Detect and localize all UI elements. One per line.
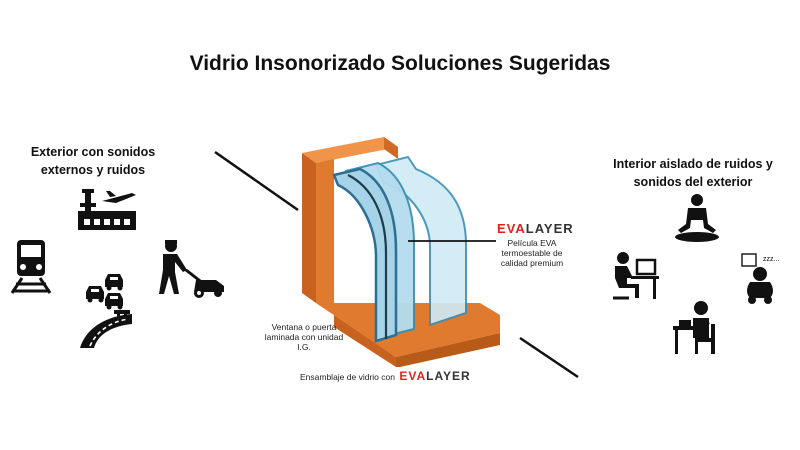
page-title: Vidrio Insonorizado Soluciones Sugeridas [189, 52, 611, 75]
lawnmower-icon [159, 240, 224, 298]
meditation-icon [675, 194, 719, 242]
interior-caption: Interior aislado de ruidos y sonidos del… [613, 157, 773, 189]
airport-icon [78, 189, 136, 230]
exterior-caption: Exterior con sonidos externos y ruidos [30, 145, 156, 177]
brand-logo-a: EVA [497, 221, 526, 236]
window-section-diagram [302, 137, 500, 367]
reading-person-icon [673, 301, 715, 354]
traffic-icon [86, 274, 123, 310]
right-connector-line [519, 336, 579, 379]
train-icon [10, 240, 52, 294]
computer-user-icon [613, 252, 659, 300]
brand-logo: EVALAYER [497, 221, 574, 236]
assembly-brand-b: LAYER [426, 369, 471, 383]
eva-interlayer [347, 174, 388, 339]
assembly-caption: Ensamblaje de vidrio con EVALAYER [300, 369, 471, 383]
sleep-text: zzz... [763, 256, 780, 263]
frame-front [316, 159, 334, 315]
brand-logo-b: LAYER [525, 221, 574, 236]
road-icon [80, 310, 132, 348]
left-connector-line [214, 150, 299, 212]
frame-side [302, 153, 316, 303]
assembly-brand-a: EVA [399, 369, 427, 383]
frame-top [302, 137, 398, 163]
assembly-caption-text: Ensamblaje de vidrio con [300, 372, 395, 382]
window-description: Ventana o puerta laminada con unidad I.G… [264, 322, 344, 352]
sleeping-baby-icon [741, 253, 773, 304]
film-description: Película EVA termoestable de calidad pre… [500, 238, 564, 268]
